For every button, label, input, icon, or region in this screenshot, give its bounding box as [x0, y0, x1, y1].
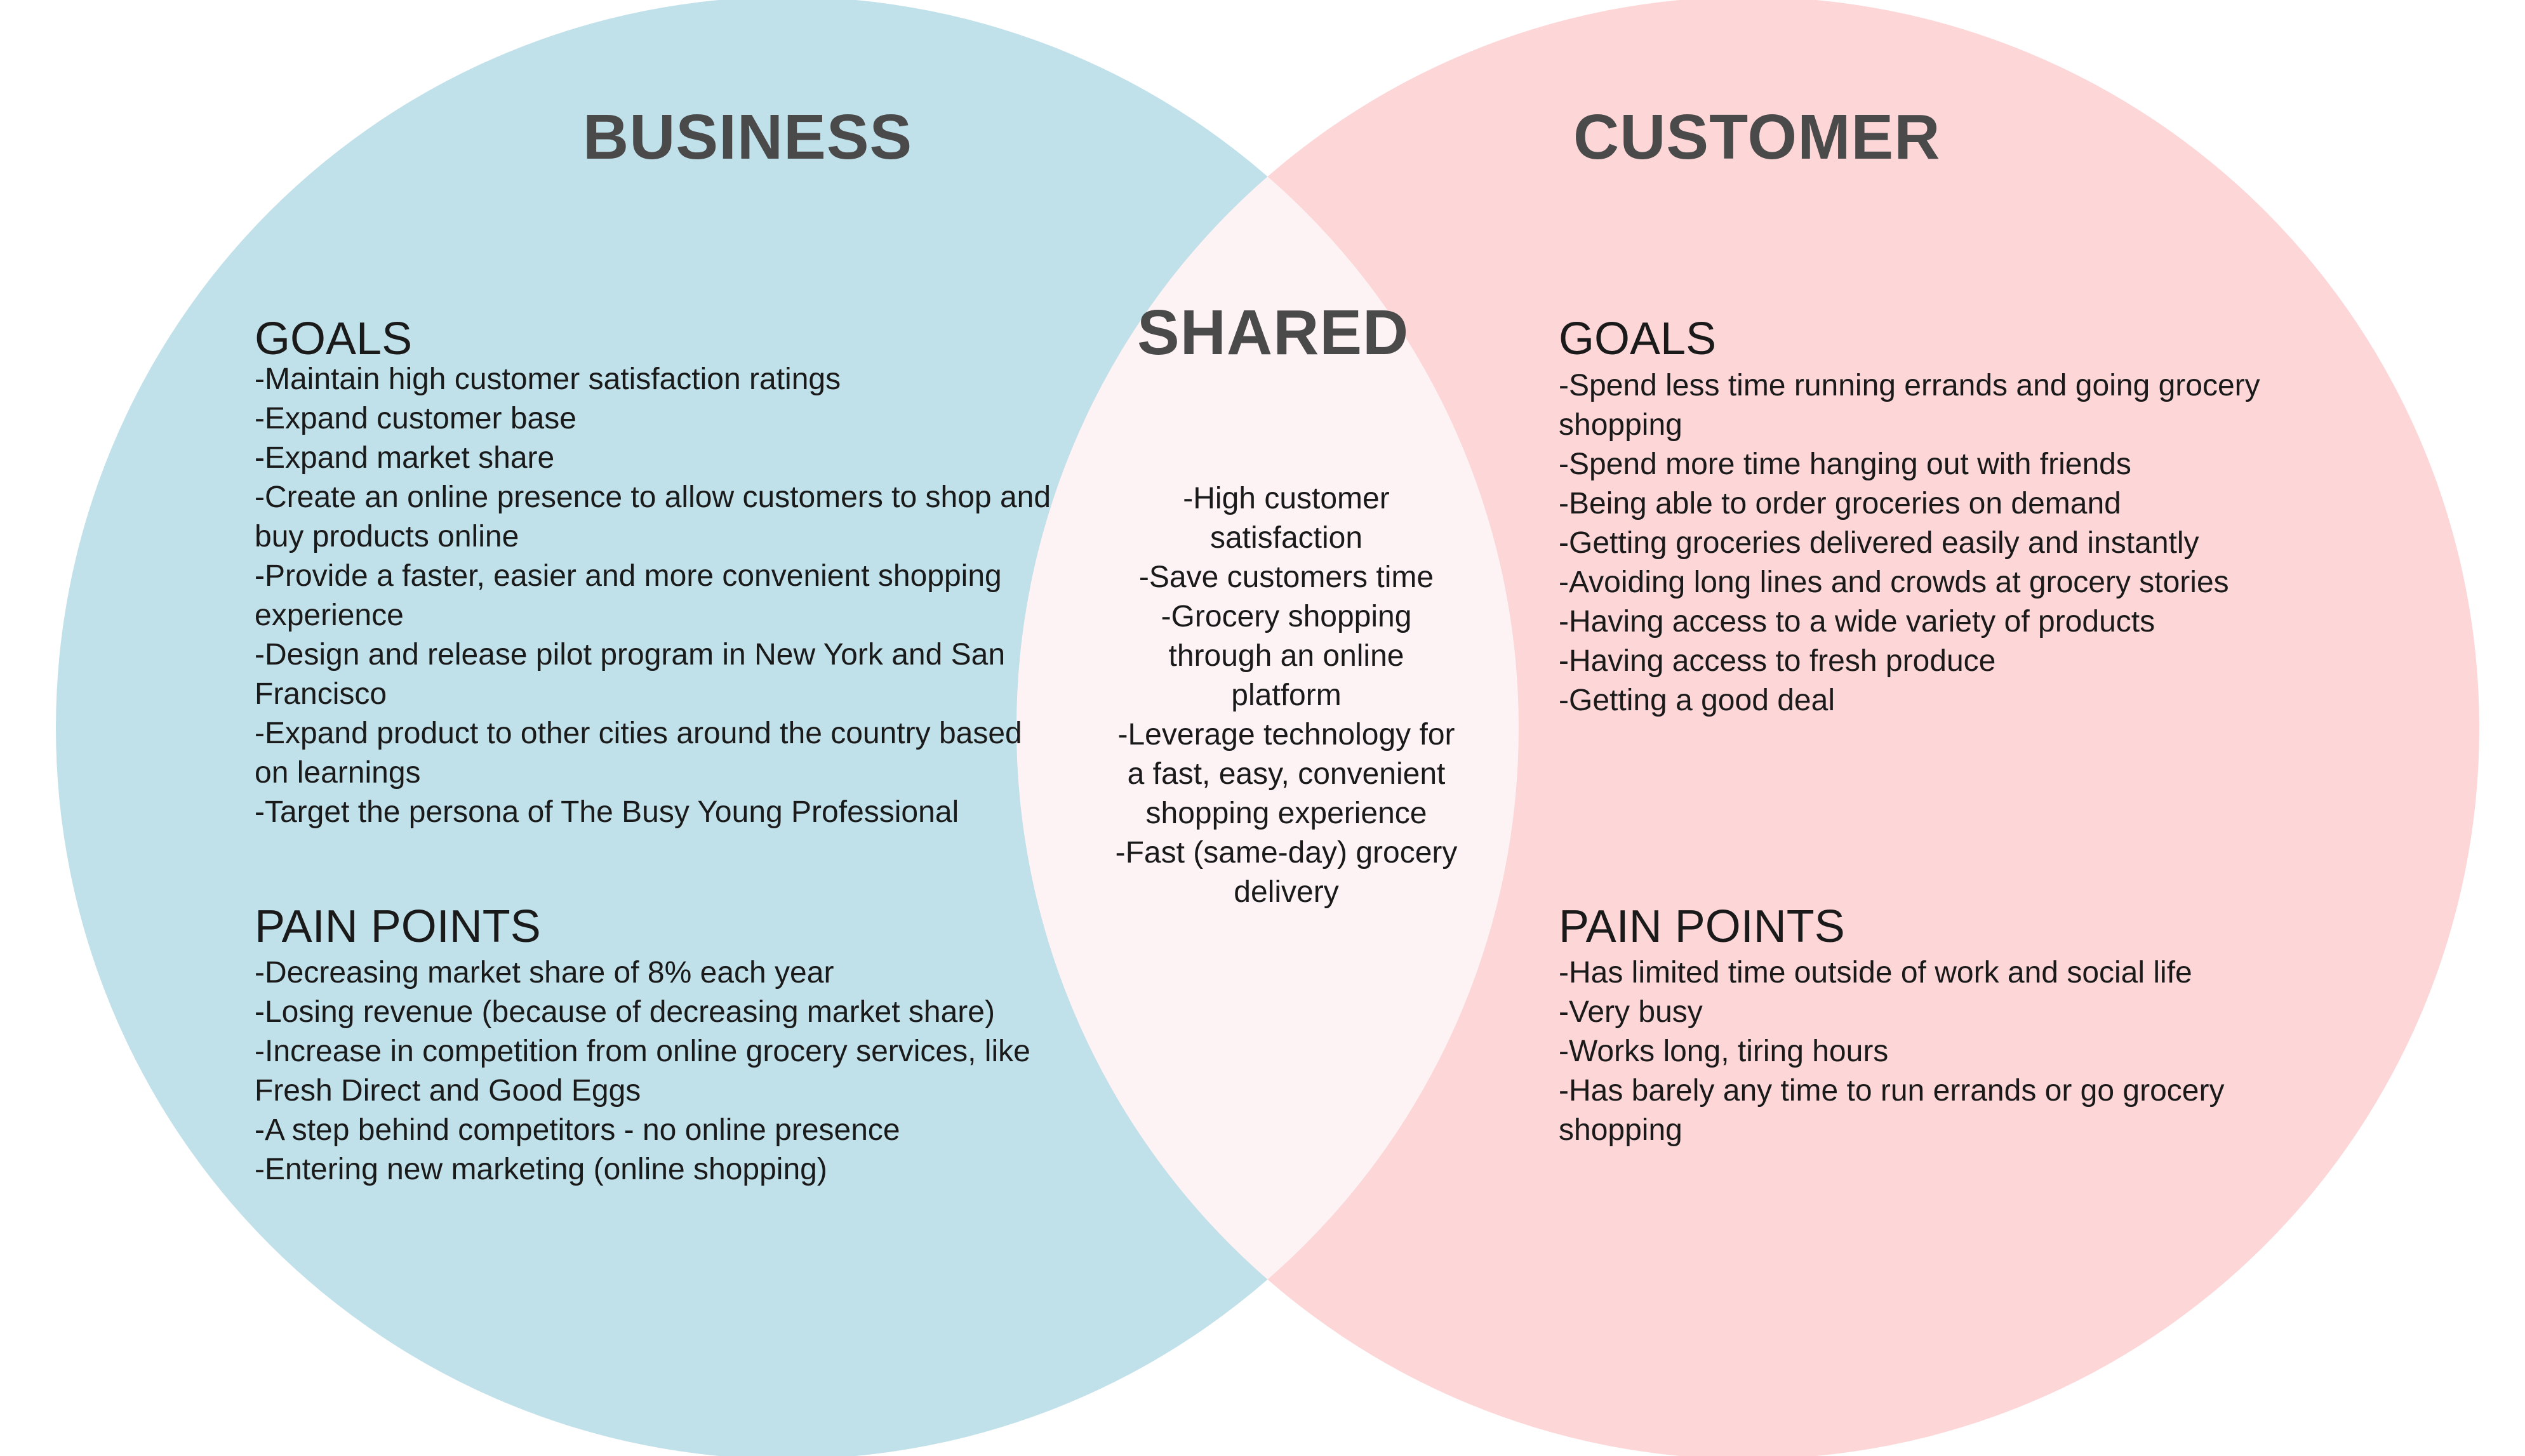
- list-item: -Grocery shopping through an online plat…: [1161, 600, 1412, 712]
- list-item: -Having access to a wide variety of prod…: [1559, 605, 2155, 639]
- list-item: -Provide a faster, easier and more conve…: [255, 559, 1002, 632]
- list-item: -A step behind competitors - no online p…: [255, 1113, 900, 1147]
- list-item: -Expand customer base: [255, 402, 576, 435]
- business-goals-list: -Maintain high customer satisfaction rat…: [255, 360, 1061, 832]
- customer-goals-heading: GOALS: [1559, 314, 1717, 364]
- list-item: -Leverage technology for a fast, easy, c…: [1117, 718, 1455, 830]
- list-item: -Being able to order groceries on demand: [1559, 487, 2121, 520]
- list-item: -Save customers time: [1138, 560, 1434, 594]
- shared-items-list: -High customer satisfaction -Save custom…: [1115, 479, 1458, 912]
- list-item: -Spend more time hanging out with friend…: [1559, 447, 2131, 481]
- list-item: -Decreasing market share of 8% each year: [255, 956, 834, 989]
- list-item: -Fast (same-day) grocery delivery: [1115, 836, 1458, 909]
- customer-pain-heading: PAIN POINTS: [1559, 901, 1845, 952]
- shared-title: SHARED: [1137, 297, 1409, 368]
- list-item: -Spend less time running errands and goi…: [1559, 369, 2260, 442]
- list-item: -Entering new marketing (online shopping…: [255, 1153, 827, 1186]
- list-item: -Having access to fresh produce: [1559, 644, 1996, 678]
- list-item: -Expand product to other cities around t…: [255, 717, 1022, 790]
- list-item: -High customer satisfaction: [1183, 482, 1390, 555]
- customer-title: CUSTOMER: [1573, 102, 1941, 173]
- list-item: -Getting a good deal: [1559, 684, 1835, 717]
- list-item: -Has limited time outside of work and so…: [1559, 956, 2192, 989]
- business-title: BUSINESS: [583, 102, 913, 173]
- list-item: -Works long, tiring hours: [1559, 1035, 1889, 1068]
- list-item: -Increase in competition from online gro…: [255, 1035, 1030, 1108]
- list-item: -Has barely any time to run errands or g…: [1559, 1074, 2225, 1147]
- list-item: -Maintain high customer satisfaction rat…: [255, 362, 841, 396]
- customer-goals-list: -Spend less time running errands and goi…: [1559, 366, 2314, 720]
- business-pain-list: -Decreasing market share of 8% each year…: [255, 953, 1093, 1189]
- business-goals-heading: GOALS: [255, 314, 413, 364]
- list-item: -Very busy: [1559, 995, 1703, 1029]
- list-item: -Avoiding long lines and crowds at groce…: [1559, 566, 2229, 599]
- list-item: -Target the persona of The Busy Young Pr…: [255, 795, 959, 829]
- list-item: -Expand market share: [255, 441, 555, 475]
- list-item: -Losing revenue (because of decreasing m…: [255, 995, 995, 1029]
- list-item: -Create an online presence to allow cust…: [255, 480, 1051, 553]
- list-item: -Getting groceries delivered easily and …: [1559, 526, 2199, 560]
- shared-overlap-region: [1016, 0, 1519, 1456]
- list-item: -Design and release pilot program in New…: [255, 638, 1006, 711]
- customer-pain-list: -Has limited time outside of work and so…: [1559, 953, 2314, 1150]
- business-pain-heading: PAIN POINTS: [255, 901, 541, 952]
